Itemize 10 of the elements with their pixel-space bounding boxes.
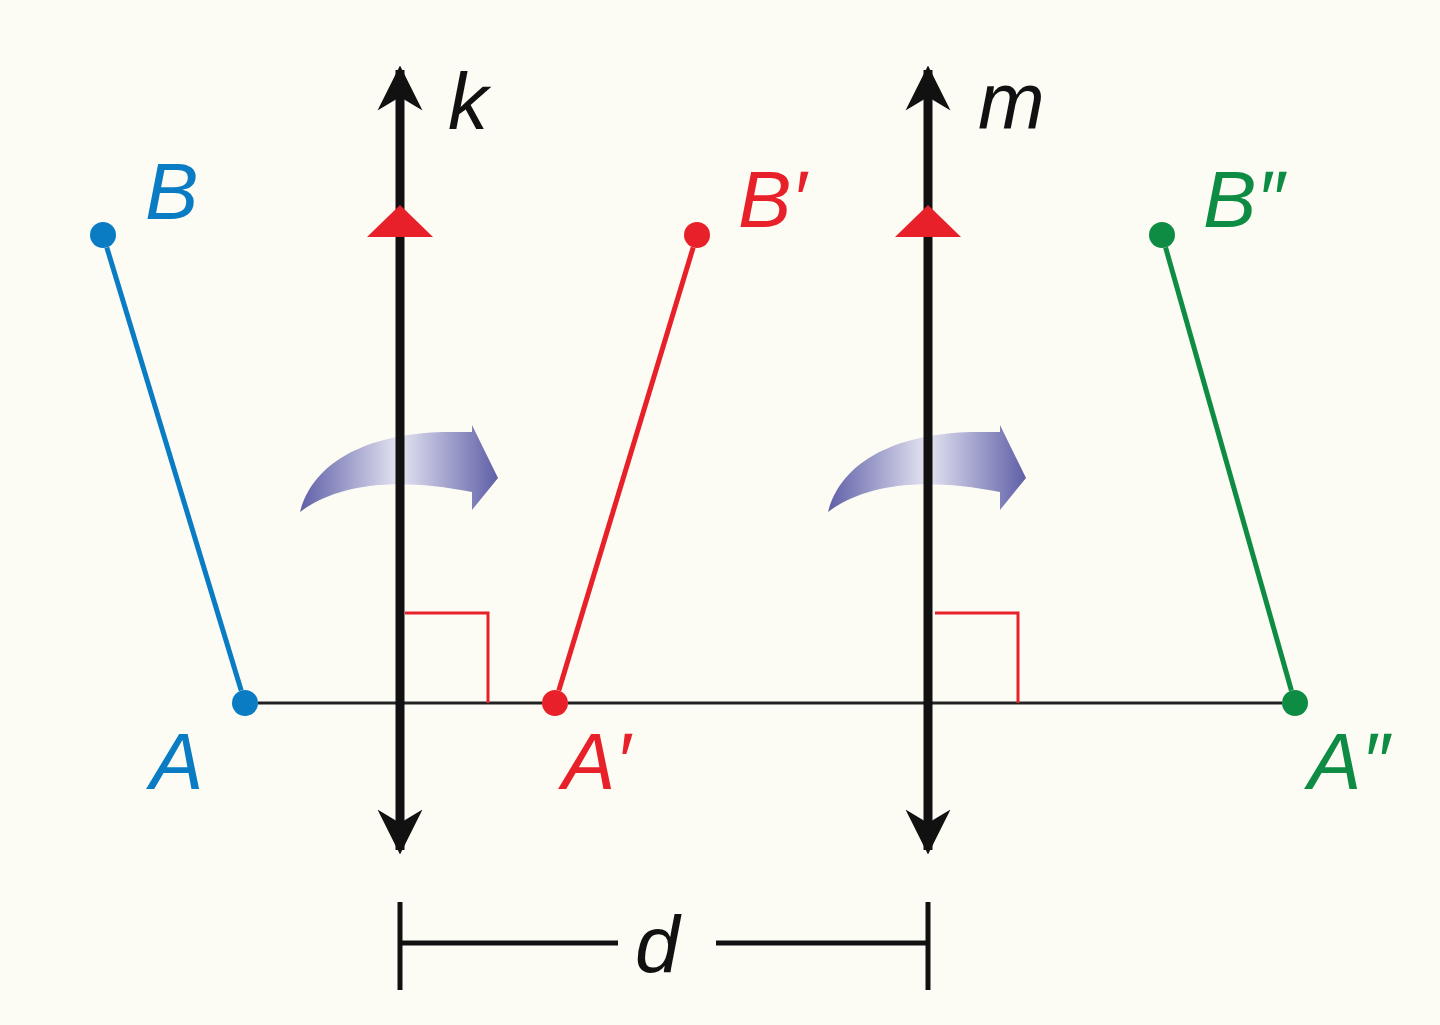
line-segment xyxy=(1163,246,1294,692)
point-label: B′ xyxy=(738,160,807,240)
line-segment xyxy=(104,246,244,692)
point-label: B xyxy=(145,152,199,232)
line-label: m xyxy=(978,62,1045,142)
line-segment xyxy=(258,701,542,705)
point-label: B″ xyxy=(1203,160,1285,240)
line-segment xyxy=(556,246,696,692)
line-segment xyxy=(568,701,1282,705)
distance-label: d xyxy=(635,905,680,985)
